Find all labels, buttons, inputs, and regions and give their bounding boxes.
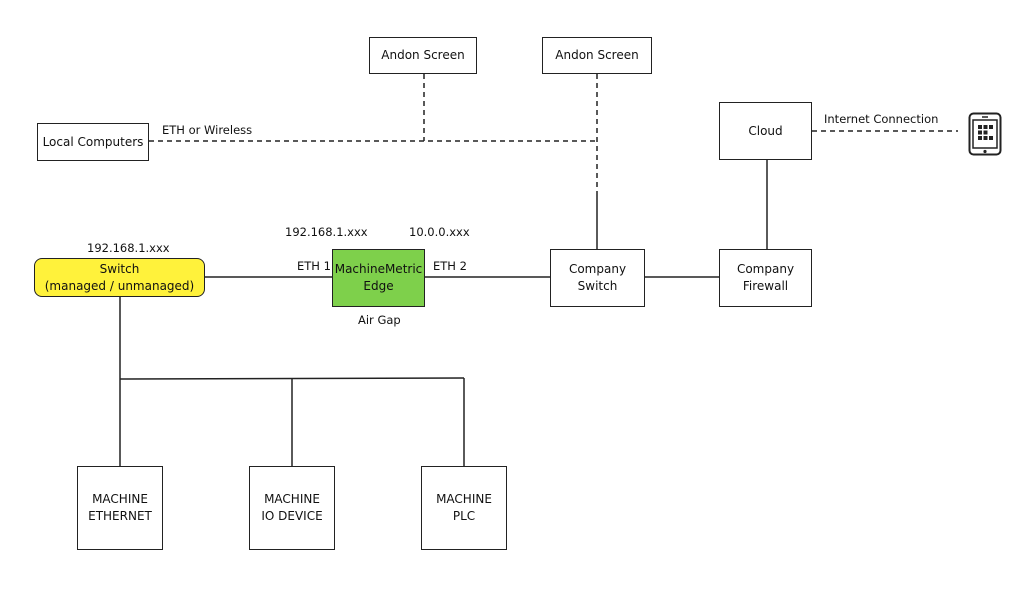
eth-or-wireless-label: ETH or Wireless [162,123,253,137]
machine-plc-node: MACHINE PLC [421,466,507,550]
machine-io-device-label-line2: IO DEVICE [261,509,323,523]
edge-eth2-ip-label: 10.0.0.xxx [409,225,470,239]
switch-ip-label: 192.168.1.xxx [87,241,170,255]
company-switch-label-line2: Switch [577,279,618,293]
machine-ethernet-label-line1: MACHINE [92,492,148,506]
machine-bus-line [119,377,465,380]
eth1-label: ETH 1 [297,259,331,273]
switch-label-line2: (managed / unmanaged) [44,278,195,293]
company-firewall-label-line2: Firewall [742,279,789,293]
machine-io-device-label-line1: MACHINE [264,492,320,506]
switch-label-line1: Switch [99,261,140,276]
air-gap-label: Air Gap [358,313,401,327]
andon-screen-node-2: Andon Screen [542,37,652,74]
local-computers-label: Local Computers [42,134,144,149]
machinemetric-edge-node: MachineMetric Edge [332,249,425,307]
cloud-label: Cloud [748,123,783,138]
eth2-label: ETH 2 [433,259,467,273]
machine-ethernet-label-line2: ETHERNET [88,509,152,523]
company-switch-label-line1: Company [568,262,627,276]
machine-plc-label-line2: PLC [452,509,476,523]
company-switch-node: Company Switch [550,249,645,307]
machine-plc-label-line1: MACHINE [436,492,492,506]
machine-io-device-node: MACHINE IO DEVICE [249,466,335,550]
internet-connection-label: Internet Connection [824,112,939,126]
local-computers-node: Local Computers [37,123,149,161]
edge-eth1-ip-label: 192.168.1.xxx [285,225,368,239]
machine-ethernet-node: MACHINE ETHERNET [77,466,163,550]
andon-screen-label-2: Andon Screen [555,48,639,62]
tablet-icon [968,112,1002,156]
andon-screen-node-1: Andon Screen [369,37,477,74]
switch-node: Switch (managed / unmanaged) [34,258,205,297]
cloud-node: Cloud [719,102,812,160]
company-firewall-node: Company Firewall [719,249,812,307]
company-firewall-label-line1: Company [736,262,795,276]
edge-label-line2: Edge [363,279,394,293]
andon-screen-label-1: Andon Screen [381,48,465,62]
edge-label-line1: MachineMetric [334,262,423,276]
